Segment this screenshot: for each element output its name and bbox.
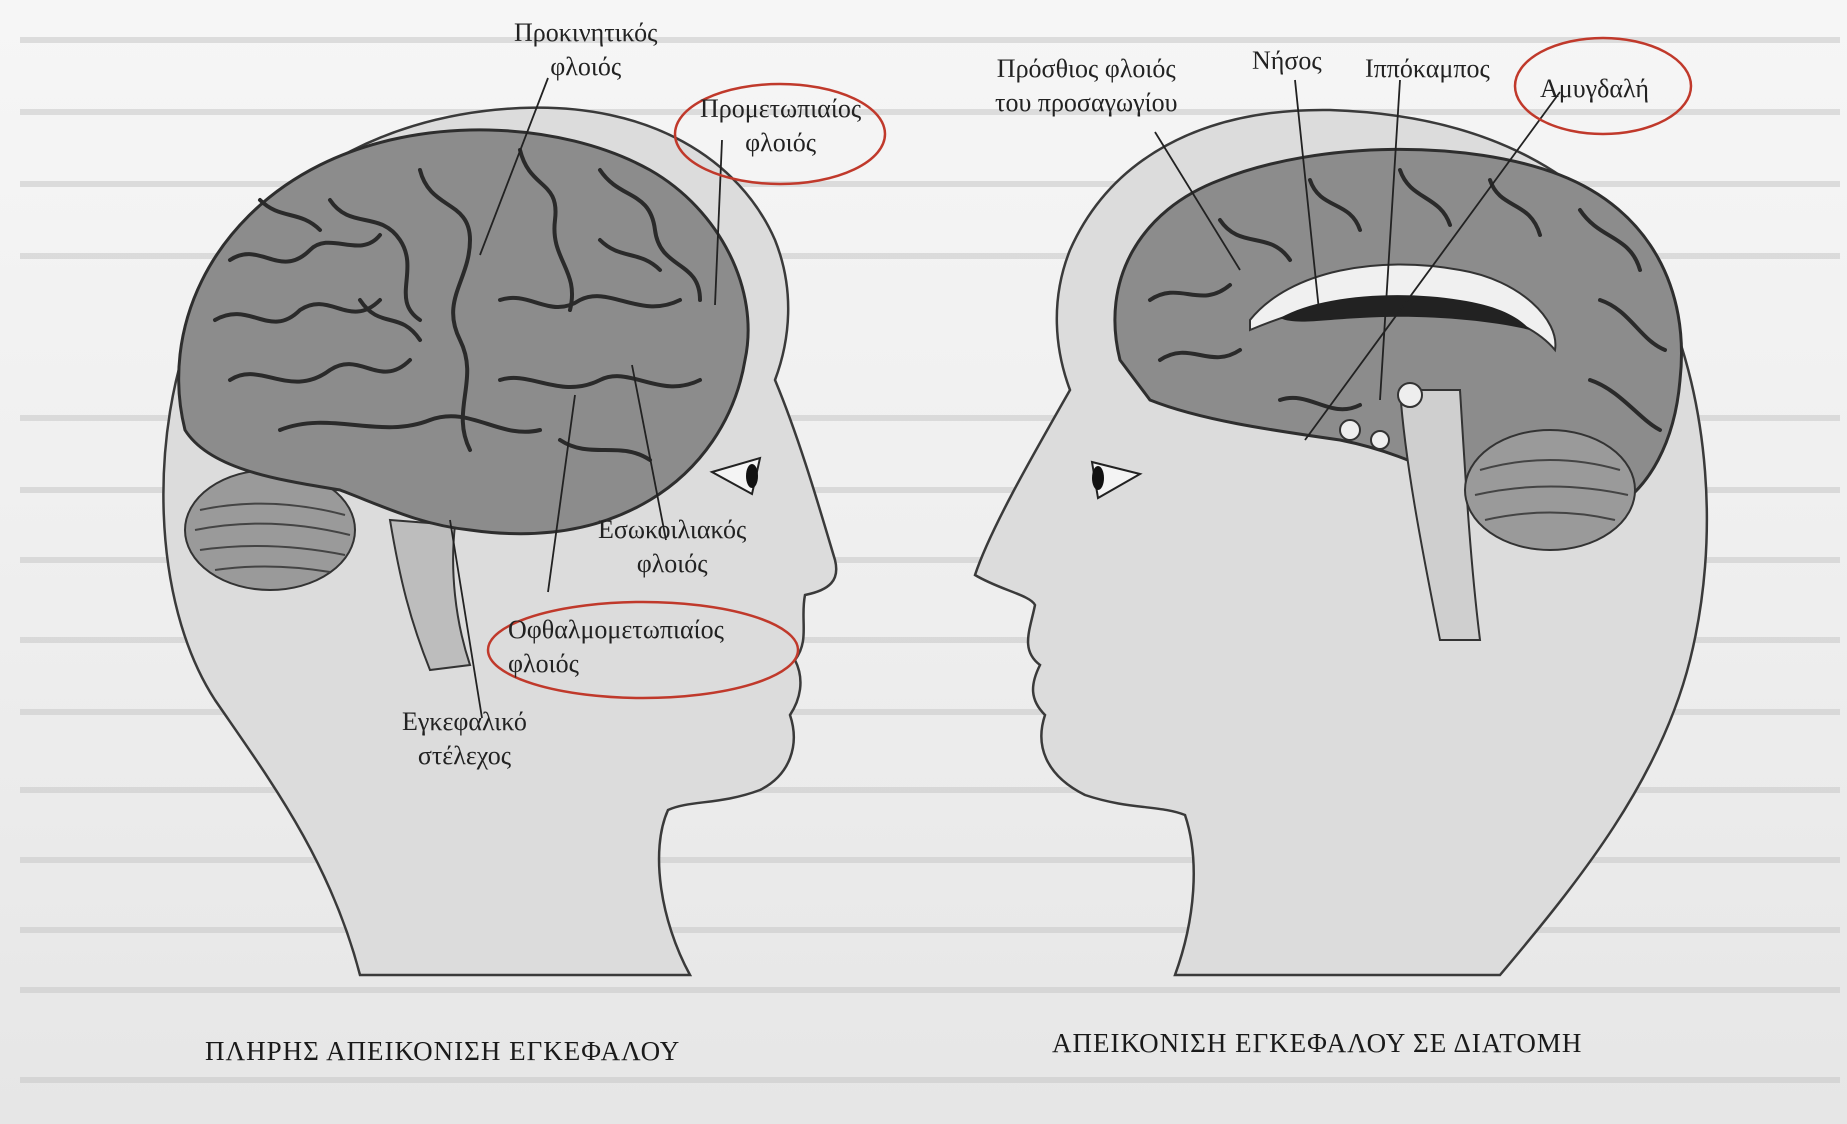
right-eye-pupil — [1092, 466, 1104, 490]
label-ventromedial-line2: φλοιός — [598, 547, 746, 581]
left-eye-pupil — [746, 464, 758, 488]
label-prefrontal-line2: φλοιός — [700, 126, 861, 160]
label-brainstem: Εγκεφαλικό στέλεχος — [402, 705, 527, 773]
label-orbitofrontal-cortex: Οφθαλμομετωπιαίος φλοιός — [508, 613, 724, 681]
label-brainstem-line2: στέλεχος — [402, 739, 527, 773]
label-ventromedial-line1: Εσωκοιλιακός — [598, 513, 746, 547]
left-head — [163, 78, 885, 975]
left-figure-caption: ΠΛΗΡΗΣ ΑΠΕΙΚΟΝΙΣΗ ΕΓΚΕΦΑΛΟΥ — [205, 1036, 680, 1067]
label-hippocampus: Ιππόκαμπος — [1365, 52, 1490, 86]
label-premotor-line2: φλοιός — [514, 50, 657, 84]
label-premotor-cortex: Προκινητικός φλοιός — [514, 16, 657, 84]
right-head — [975, 38, 1707, 975]
label-orbitofrontal-line1: Οφθαλμομετωπιαίος — [508, 613, 724, 647]
left-brain — [179, 130, 748, 534]
label-ventromedial-cortex: Εσωκοιλιακός φλοιός — [598, 513, 746, 581]
label-acc-line1: Πρόσθιος φλοιός — [995, 52, 1178, 86]
label-premotor-line1: Προκινητικός — [514, 16, 657, 50]
label-amygdala: Αμυγδαλή — [1540, 72, 1649, 106]
amygdala-shape — [1340, 420, 1360, 440]
right-cerebellum — [1465, 430, 1635, 550]
thalamus-shape — [1398, 383, 1422, 407]
right-figure-caption: ΑΠΕΙΚΟΝΙΣΗ ΕΓΚΕΦΑΛΟΥ ΣΕ ΔΙΑΤΟΜΗ — [1052, 1028, 1582, 1059]
label-brainstem-line1: Εγκεφαλικό — [402, 705, 527, 739]
label-acc-line2: του προσαγωγίου — [995, 86, 1178, 120]
label-orbitofrontal-line2: φλοιός — [508, 647, 724, 681]
hippocampus-shape — [1371, 431, 1389, 449]
label-insula: Νήσος — [1252, 44, 1322, 78]
label-anterior-cingulate-cortex: Πρόσθιος φλοιός του προσαγωγίου — [995, 52, 1178, 120]
label-prefrontal-cortex: Προμετωπιαίος φλοιός — [700, 92, 861, 160]
label-prefrontal-line1: Προμετωπιαίος — [700, 92, 861, 126]
